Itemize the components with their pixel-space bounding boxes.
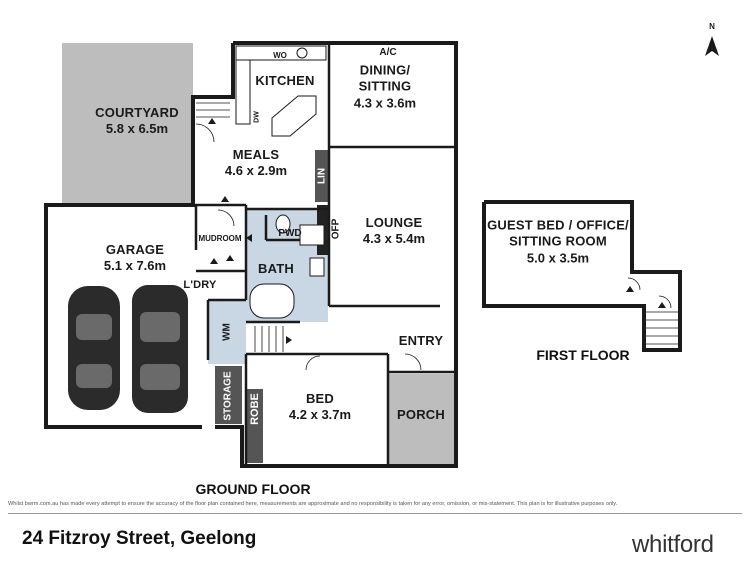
lounge-name: LOUNGE — [365, 214, 423, 230]
dining-name-line2: SITTING — [358, 78, 412, 94]
disclaimer-text: Whilst bwrm.com.au has made every attemp… — [8, 501, 618, 507]
bed-label: BED 4.2 x 3.7m — [289, 391, 351, 424]
guest-name-line2: SITTING ROOM — [509, 233, 607, 249]
kitchen-label: KITCHEN — [255, 73, 314, 89]
kitchen-name: KITCHEN — [255, 72, 315, 88]
north-label: N — [709, 15, 715, 35]
courtyard-name: COURTYARD — [95, 104, 179, 120]
dining-label: DINING/ SITTING 4.3 x 3.6m — [354, 63, 416, 112]
door-swings — [195, 123, 672, 371]
lounge-dims: 4.3 x 5.4m — [362, 231, 426, 246]
door-arrows — [208, 118, 666, 344]
car-left — [68, 286, 120, 410]
dining-name-line1: DINING/ — [359, 62, 411, 78]
courtyard-dims: 5.8 x 6.5m — [105, 121, 169, 136]
brand-logo: whitford — [632, 531, 714, 558]
storage-label: STORAGE — [222, 371, 234, 421]
lounge-label: LOUNGE 4.3 x 5.4m — [363, 215, 425, 248]
mudroom-text: MUDROOM — [198, 234, 242, 243]
guest-name-line1: GUEST BED / OFFICE/ — [487, 217, 629, 233]
laundry-area — [208, 301, 246, 364]
wm-label: WM — [221, 323, 233, 341]
storage-block — [215, 366, 242, 424]
guest-label: GUEST BED / OFFICE/ SITTING ROOM 5.0 x 3… — [487, 218, 629, 267]
porch-area — [388, 374, 456, 466]
meals-dims: 4.6 x 2.9m — [224, 163, 288, 178]
mudroom-label: MUDROOM — [198, 227, 241, 247]
garage-label: GARAGE 5.1 x 7.6m — [104, 242, 166, 275]
porch-text: PORCH — [397, 406, 445, 422]
footer-divider — [8, 513, 742, 514]
first-floor-stairs — [646, 311, 678, 345]
kitchen-benches — [235, 45, 327, 137]
floor-plan — [44, 36, 719, 468]
robe-label: ROBE — [249, 393, 261, 425]
robe-block — [246, 389, 263, 463]
ldry-text: L'DRY — [183, 279, 217, 292]
guest-dims: 5.0 x 3.5m — [526, 250, 590, 266]
wo-text: WO — [273, 51, 287, 60]
north-arrow-icon — [705, 36, 719, 56]
garage-name: GARAGE — [105, 241, 165, 257]
ac-text: A/C — [379, 47, 397, 58]
courtyard-label: COURTYARD 5.8 x 6.5m — [95, 105, 179, 138]
linen-block — [315, 150, 329, 202]
ac-label: A/C — [379, 41, 396, 61]
meals-label: MEALS 4.6 x 2.9m — [225, 147, 287, 180]
porch-label: PORCH — [397, 407, 445, 423]
first-floor-title: FIRST FLOOR — [536, 347, 630, 363]
courtyard-area — [62, 43, 193, 205]
ldry-label: L'DRY — [183, 279, 216, 293]
property-address: 24 Fitzroy Street, Geelong — [22, 528, 257, 549]
bath-label: BATH — [258, 261, 294, 277]
lin-label: LIN — [316, 167, 328, 185]
entry-label: ENTRY — [399, 333, 444, 349]
pwd-text: PWD — [278, 228, 302, 239]
steps — [196, 102, 284, 352]
north-text: N — [709, 22, 715, 31]
entry-text: ENTRY — [398, 332, 444, 348]
bath-text: BATH — [258, 260, 294, 276]
garage-dims: 5.1 x 7.6m — [103, 258, 167, 273]
wo-label: WO — [273, 44, 287, 64]
ground-floor-title: GROUND FLOOR — [195, 481, 311, 497]
ofp-label: OFP — [330, 218, 342, 240]
pwd-label: PWD — [278, 222, 301, 242]
car-right — [132, 285, 188, 413]
first-floor-walls — [482, 200, 682, 352]
dw-label: DW — [253, 111, 261, 123]
bed-name: BED — [305, 390, 335, 406]
dining-dims: 4.3 x 3.6m — [353, 95, 417, 111]
interior-walls — [193, 43, 456, 466]
bed-dims: 4.2 x 3.7m — [288, 407, 352, 422]
bath-fixtures — [249, 214, 325, 319]
meals-name: MEALS — [232, 146, 280, 162]
